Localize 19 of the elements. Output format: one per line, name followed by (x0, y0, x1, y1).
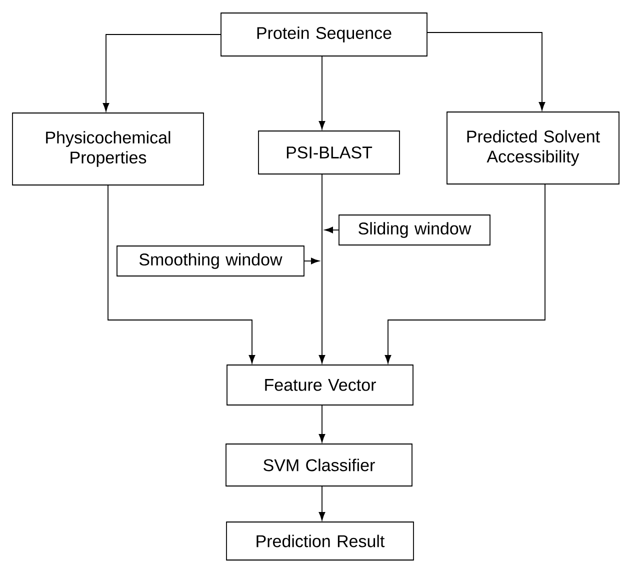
arrow (304, 258, 320, 264)
process-box: PSI-BLAST (258, 130, 400, 174)
process-box: Smoothing window (116, 246, 304, 276)
process-box: Physicochemical Properties (12, 112, 204, 186)
arrow (318, 56, 326, 130)
process-box: Predicted Solvent Accessibility (446, 112, 620, 184)
arrow (426, 32, 546, 110)
arrow (318, 486, 326, 520)
process-box: Sliding window (338, 214, 490, 246)
process-box: SVM Classifier (226, 444, 412, 486)
arrow (318, 174, 326, 364)
arrow (384, 184, 546, 364)
process-box: Prediction Result (226, 522, 414, 560)
arrow (102, 34, 222, 112)
process-box: Feature Vector (226, 364, 414, 406)
process-box: Protein Sequence (220, 12, 428, 56)
arrow (108, 184, 256, 364)
arrow (318, 404, 326, 442)
arrow (324, 226, 339, 234)
